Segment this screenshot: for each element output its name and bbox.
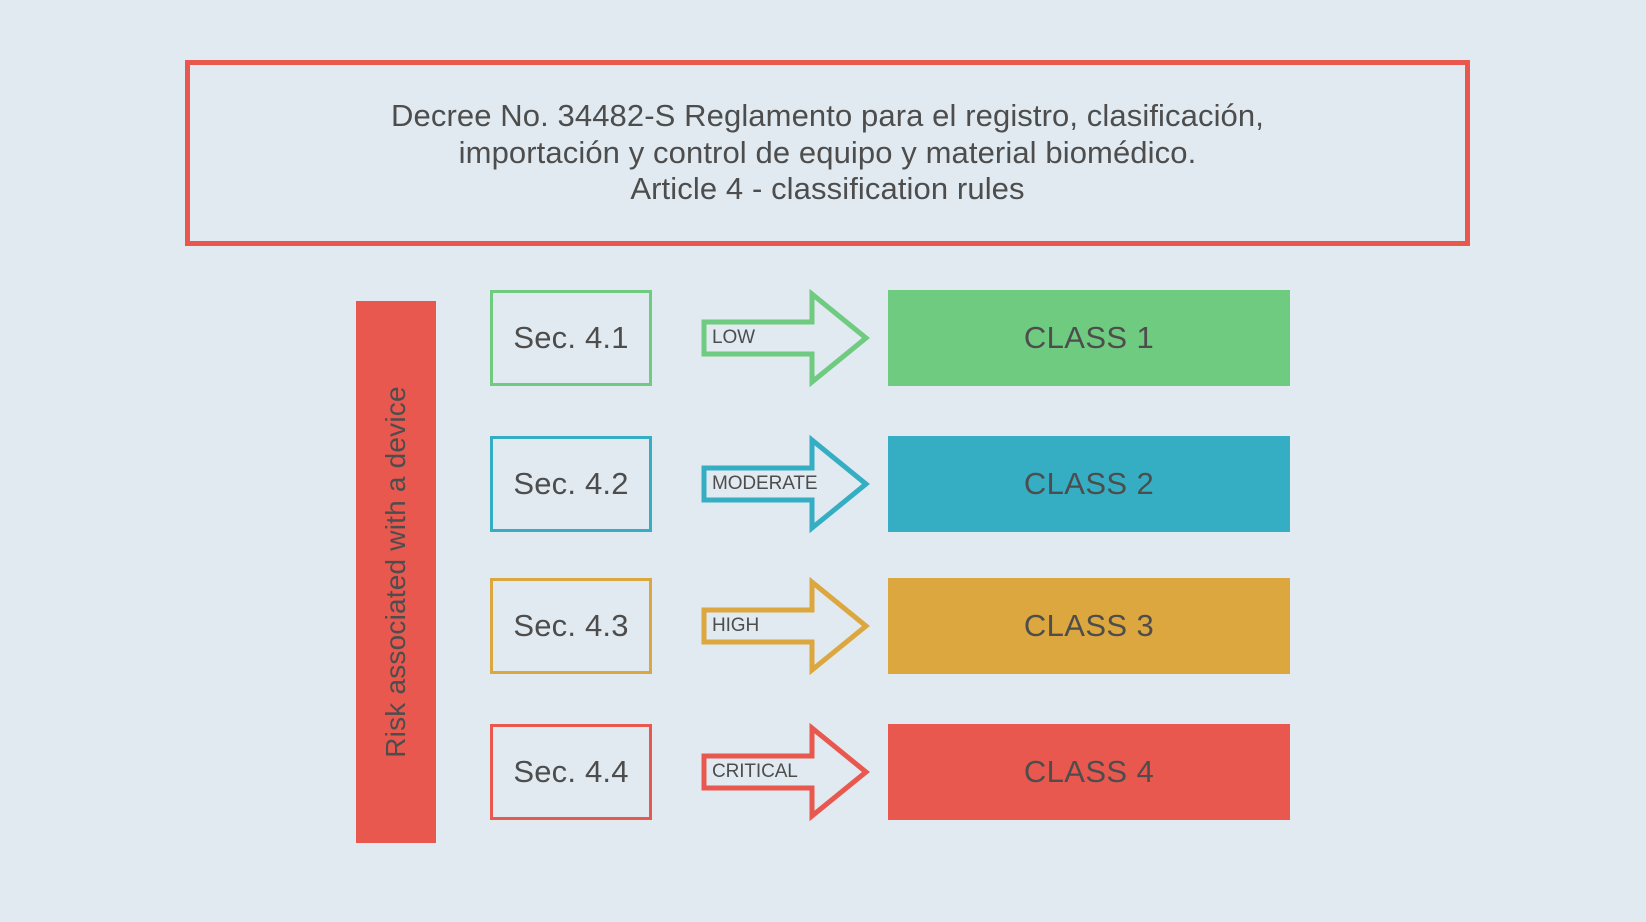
class-label: CLASS 4 (1023, 754, 1155, 789)
risk-arrow: MODERATE (700, 432, 870, 536)
classification-row: Sec. 4.1 LOW CLASS 1 (0, 288, 1646, 388)
class-result-box[interactable]: CLASS 3 (888, 578, 1290, 674)
arrow-icon (701, 434, 870, 534)
arrow-icon (701, 576, 870, 676)
section-box[interactable]: Sec. 4.2 (490, 436, 652, 532)
section-box[interactable]: Sec. 4.1 (490, 290, 652, 386)
risk-axis-bar: Risk associated with a device (356, 301, 436, 843)
class-result-box[interactable]: CLASS 4 (888, 724, 1290, 820)
classification-row: Sec. 4.2 MODERATE CLASS 2 (0, 434, 1646, 534)
class-label: CLASS 1 (1023, 320, 1155, 355)
class-label: CLASS 3 (1023, 608, 1155, 643)
section-box[interactable]: Sec. 4.3 (490, 578, 652, 674)
arrow-icon (701, 288, 870, 388)
arrow-label: CRITICAL (712, 761, 798, 782)
section-label: Sec. 4.3 (513, 608, 629, 643)
risk-arrow: LOW (700, 286, 870, 390)
risk-arrow: HIGH (700, 574, 870, 678)
class-result-box[interactable]: CLASS 1 (888, 290, 1290, 386)
class-label: CLASS 2 (1023, 466, 1155, 501)
section-label: Sec. 4.2 (513, 466, 629, 501)
risk-arrow: CRITICAL (700, 720, 870, 824)
classification-row: Sec. 4.4 CRITICAL CLASS 4 (0, 722, 1646, 822)
arrow-label: HIGH (712, 615, 760, 636)
section-box[interactable]: Sec. 4.4 (490, 724, 652, 820)
section-label: Sec. 4.4 (513, 754, 629, 789)
classification-row: Sec. 4.3 HIGH CLASS 3 (0, 576, 1646, 676)
arrow-icon (701, 722, 870, 822)
section-label: Sec. 4.1 (513, 320, 629, 355)
arrow-label: LOW (712, 327, 755, 348)
title-banner: Decree No. 34482-S Reglamento para el re… (185, 60, 1470, 246)
page-title: Decree No. 34482-S Reglamento para el re… (391, 98, 1264, 207)
class-result-box[interactable]: CLASS 2 (888, 436, 1290, 532)
arrow-label: MODERATE (712, 473, 818, 494)
